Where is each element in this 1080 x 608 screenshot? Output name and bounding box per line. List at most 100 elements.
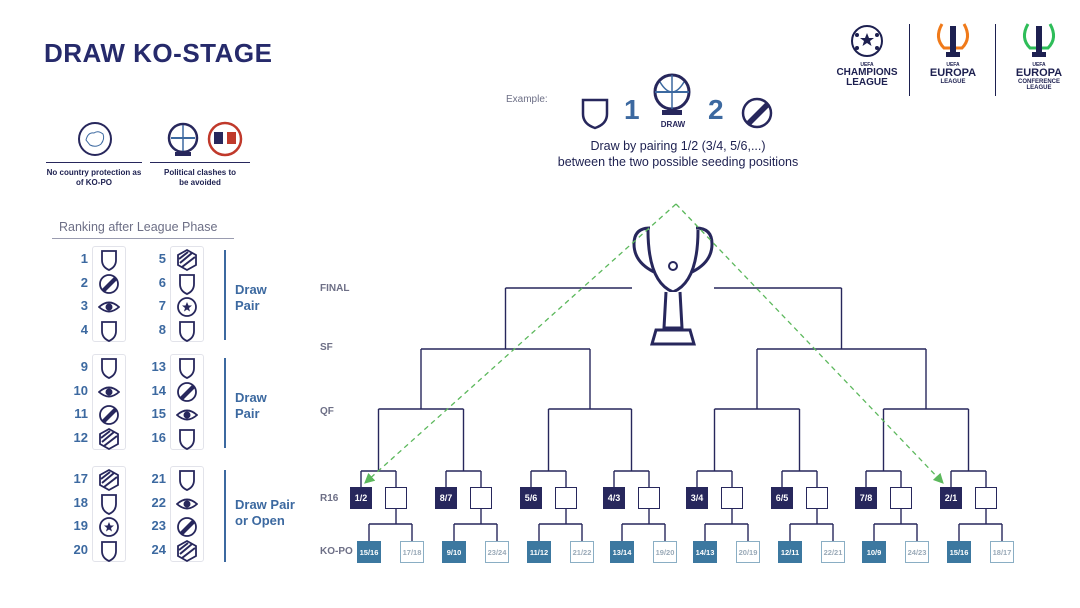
shield-icon bbox=[98, 319, 120, 348]
stripes-badge-icon bbox=[176, 248, 198, 277]
r16-seed-box: 6/5 bbox=[771, 487, 793, 509]
r16-empty-box bbox=[555, 487, 577, 509]
kopo-opponent-box: 20/19 bbox=[736, 541, 760, 563]
rank-number: 19 bbox=[73, 518, 88, 533]
rank-number: 21 bbox=[151, 471, 166, 486]
group-label: Draw Pair bbox=[235, 282, 267, 314]
example-line-2: between the two possible seeding positio… bbox=[557, 155, 799, 169]
group-3-label-line2: or Open bbox=[235, 513, 285, 528]
group-label: Draw Pair or Open bbox=[235, 497, 295, 529]
eye-badge-icon bbox=[175, 403, 199, 432]
rank-number: 7 bbox=[158, 298, 166, 313]
uel-uefa-label: UEFA bbox=[946, 62, 960, 68]
stage-kopo-label: KO-PO bbox=[320, 546, 353, 557]
uel-logo: UEFA EUROPA LEAGUE bbox=[920, 20, 986, 98]
shield-icon bbox=[176, 468, 198, 497]
uel-name-2: LEAGUE bbox=[940, 79, 966, 85]
shield-icon bbox=[176, 356, 198, 385]
eye-badge-icon bbox=[97, 380, 121, 409]
star-badge-icon bbox=[98, 515, 120, 544]
rank-number: 1 bbox=[80, 251, 88, 266]
rank-number: 8 bbox=[158, 321, 166, 337]
rank-number: 11 bbox=[74, 406, 88, 421]
conference-trophy-icon bbox=[1023, 23, 1055, 57]
stripes-badge-icon bbox=[176, 539, 198, 568]
example-line-1: Draw by pairing 1/2 (3/4, 5/6,...) bbox=[590, 139, 766, 153]
shield-icon bbox=[98, 492, 120, 521]
flags-clash-icon bbox=[207, 121, 243, 157]
rank-number: 6 bbox=[158, 274, 166, 290]
group-label: Draw Pair bbox=[235, 390, 267, 422]
rank-number: 17 bbox=[73, 471, 88, 486]
shield-icon bbox=[176, 427, 198, 456]
rank-number: 9 bbox=[80, 359, 88, 374]
kopo-opponent-box: 24/23 bbox=[905, 541, 929, 563]
kopo-opponent-box: 18/17 bbox=[990, 541, 1014, 563]
ucl-name-2: LEAGUE bbox=[846, 77, 888, 88]
group-3-label-line1: Draw Pair bbox=[235, 497, 295, 512]
ranking-underline bbox=[52, 238, 234, 239]
stripes-badge-icon bbox=[98, 427, 120, 456]
r16-empty-box bbox=[470, 487, 492, 509]
uecl-uefa-label: UEFA bbox=[1032, 62, 1046, 68]
uecl-logo: UEFA EUROPA CONFERENCE LEAGUE bbox=[1006, 20, 1072, 102]
logo-divider bbox=[909, 24, 910, 96]
rank-number: 2 bbox=[80, 274, 88, 290]
kopo-opponent-box: 21/22 bbox=[570, 541, 594, 563]
draw-pot-icon bbox=[653, 73, 691, 115]
rank-number: 10 bbox=[73, 382, 88, 398]
r16-seed-box: 4/3 bbox=[603, 487, 625, 509]
r16-empty-box bbox=[890, 487, 912, 509]
political-caption: Political clashes to be avoided bbox=[163, 168, 237, 188]
r16-seed-box: 8/7 bbox=[435, 487, 457, 509]
europe-map-icon bbox=[78, 122, 112, 156]
rank-number: 4 bbox=[80, 321, 88, 337]
kopo-seed-box: 9/10 bbox=[442, 541, 466, 563]
rank-number: 5 bbox=[158, 251, 166, 266]
group-1-label-line1: Draw bbox=[235, 282, 267, 297]
page-title: DRAW KO-STAGE bbox=[44, 38, 273, 68]
kopo-seed-box: 12/11 bbox=[778, 541, 802, 563]
rank-number: 14 bbox=[151, 382, 166, 398]
uel-name-1: EUROPA bbox=[929, 67, 977, 79]
rank-number: 13 bbox=[151, 359, 166, 374]
badge-column bbox=[92, 246, 126, 342]
ranking-title: Ranking after League Phase bbox=[59, 220, 218, 234]
shield-icon bbox=[176, 272, 198, 301]
kopo-seed-box: 13/14 bbox=[610, 541, 634, 563]
shield-icon bbox=[98, 539, 120, 568]
shield-icon bbox=[581, 98, 609, 130]
group-2-label-line2: Pair bbox=[235, 406, 260, 421]
rank-number: 15 bbox=[151, 406, 166, 421]
diag-badge-icon bbox=[98, 403, 120, 432]
stage-sf-label: SF bbox=[320, 342, 333, 353]
r16-seed-box: 5/6 bbox=[520, 487, 542, 509]
ucl-logo: UEFA CHAMPIONS LEAGUE bbox=[826, 24, 908, 96]
kopo-seed-box: 15/16 bbox=[357, 541, 381, 563]
rank-number: 23 bbox=[151, 518, 166, 533]
example-seed-2: 2 bbox=[708, 94, 724, 125]
stage-final-label: FINAL bbox=[320, 283, 350, 294]
rule-divider bbox=[46, 162, 142, 163]
example-seed-1: 1 bbox=[624, 94, 640, 125]
uecl-name-3: LEAGUE bbox=[1026, 85, 1052, 91]
r16-seed-box: 2/1 bbox=[940, 487, 962, 509]
kopo-seed-box: 10/9 bbox=[862, 541, 886, 563]
r16-empty-box bbox=[806, 487, 828, 509]
diag-badge-icon bbox=[176, 515, 198, 544]
starball-icon bbox=[851, 25, 883, 57]
r16-empty-box bbox=[638, 487, 660, 509]
trophy-icon bbox=[632, 226, 714, 346]
rank-number: 22 bbox=[151, 494, 166, 510]
example-draw-label: DRAW bbox=[660, 120, 686, 129]
uecl-name-2: CONFERENCE bbox=[1017, 79, 1060, 85]
stage-qf-label: QF bbox=[320, 406, 334, 417]
r16-seed-box: 7/8 bbox=[855, 487, 877, 509]
rank-number: 16 bbox=[151, 429, 166, 445]
ucl-name-1: CHAMPIONS bbox=[836, 67, 898, 78]
stripes-badge-icon bbox=[98, 468, 120, 497]
uecl-name-1: EUROPA bbox=[1015, 67, 1063, 79]
rank-number: 3 bbox=[80, 298, 88, 313]
